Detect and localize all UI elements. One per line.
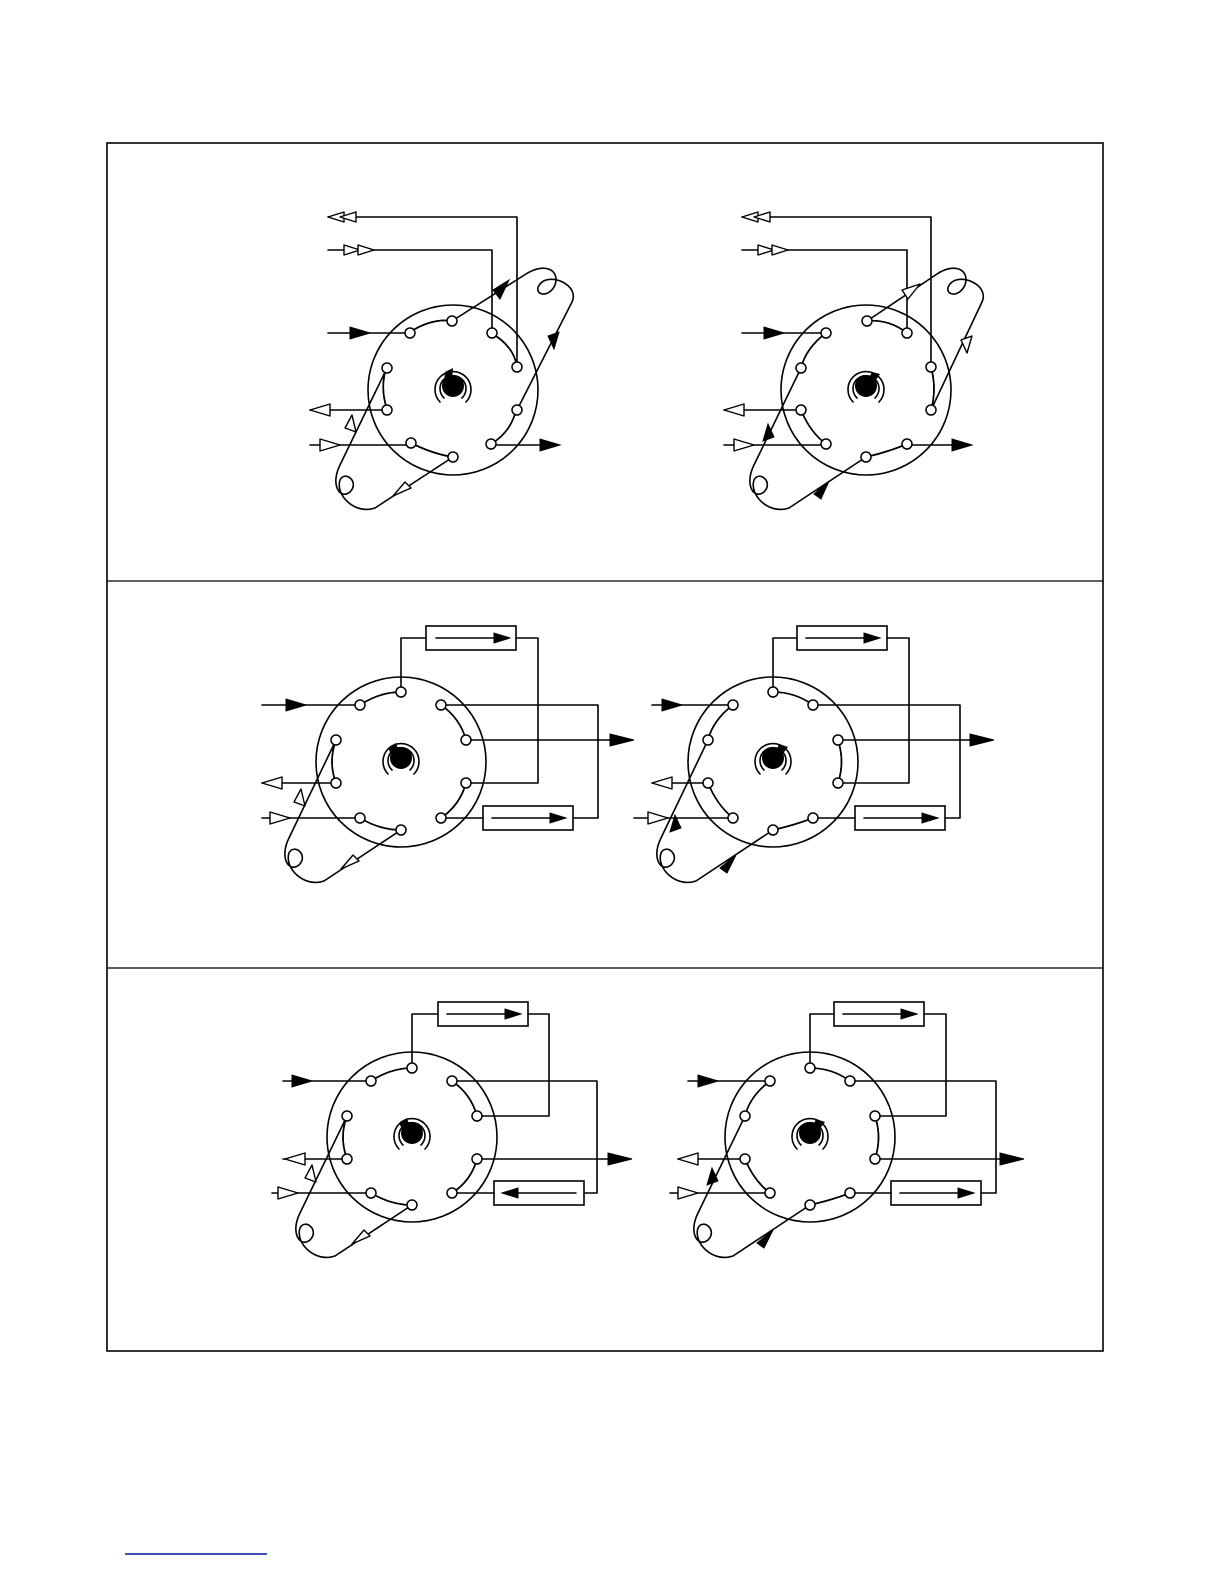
valve-1a — [310, 212, 573, 509]
valve-3b — [670, 1002, 1024, 1257]
rotor-hub-icon — [792, 1119, 828, 1149]
rotor-hub-icon — [394, 1118, 430, 1149]
footer-link-underline[interactable] — [125, 1553, 267, 1555]
figure-frame — [107, 143, 1103, 1351]
valve-2b — [634, 626, 994, 882]
solid-arrowhead-icon — [350, 327, 370, 339]
valve-1b — [724, 212, 983, 509]
rotor-hub-icon — [383, 743, 419, 774]
valve-3a — [272, 1002, 632, 1257]
rotor-hub-icon — [755, 744, 791, 774]
valve-2a — [262, 626, 634, 882]
rotor-hub-icon — [848, 372, 884, 402]
port-circle-icon — [405, 328, 415, 338]
open-arrowhead-icon — [310, 404, 330, 416]
rotor-hub-icon — [435, 368, 471, 402]
